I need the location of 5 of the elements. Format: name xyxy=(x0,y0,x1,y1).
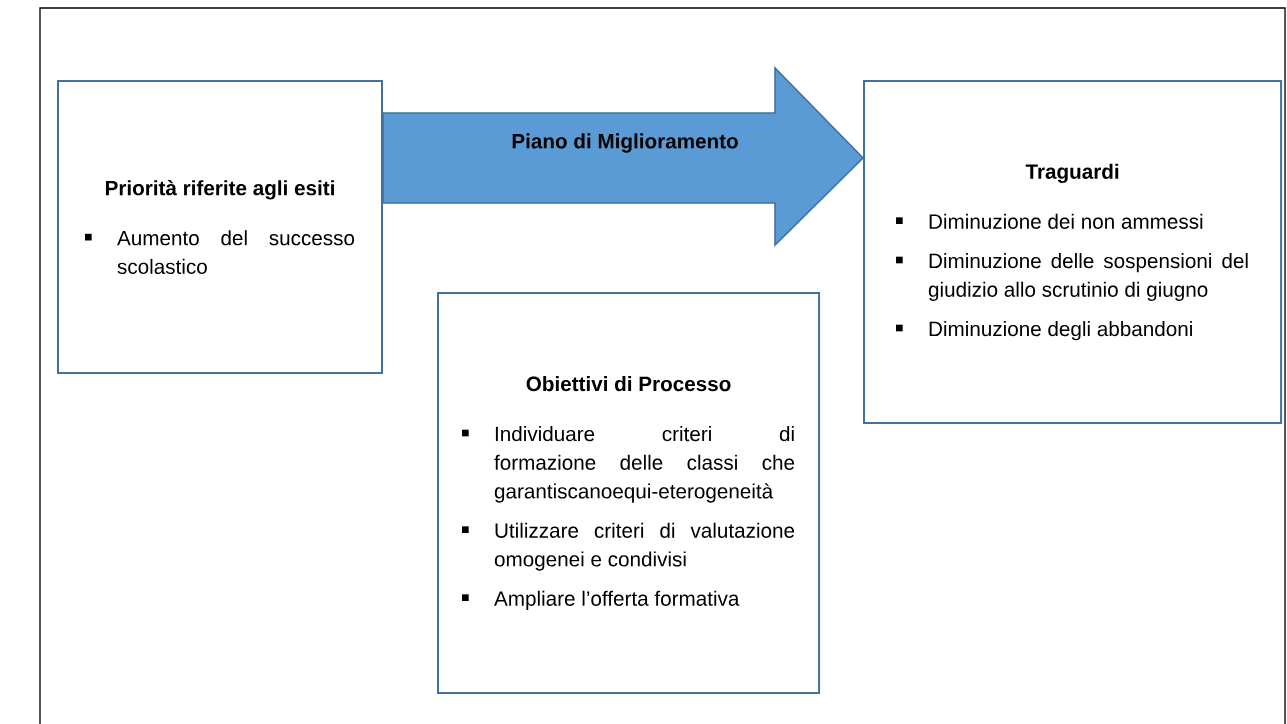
edge-label: Piano di Miglioramento xyxy=(512,133,738,153)
block-arrow xyxy=(382,66,865,247)
text-box: Traguardi Diminuzione dei non ammessi Diminuzione delle sospensioni del giudizio allo scrutinio di giugno Diminuzione degli abbandoni xyxy=(863,80,1283,424)
text-box: Priorità riferite agli esiti Aumento del successo scolastico xyxy=(57,80,383,374)
text-box: Obiettivi di Processo Individuare criteri di formazione delle classi che garantiscanoequi-eterogeneità Utilizzare criteri di valutazione omogenei e condivisi Ampliare l’offerta formativa xyxy=(437,292,821,694)
